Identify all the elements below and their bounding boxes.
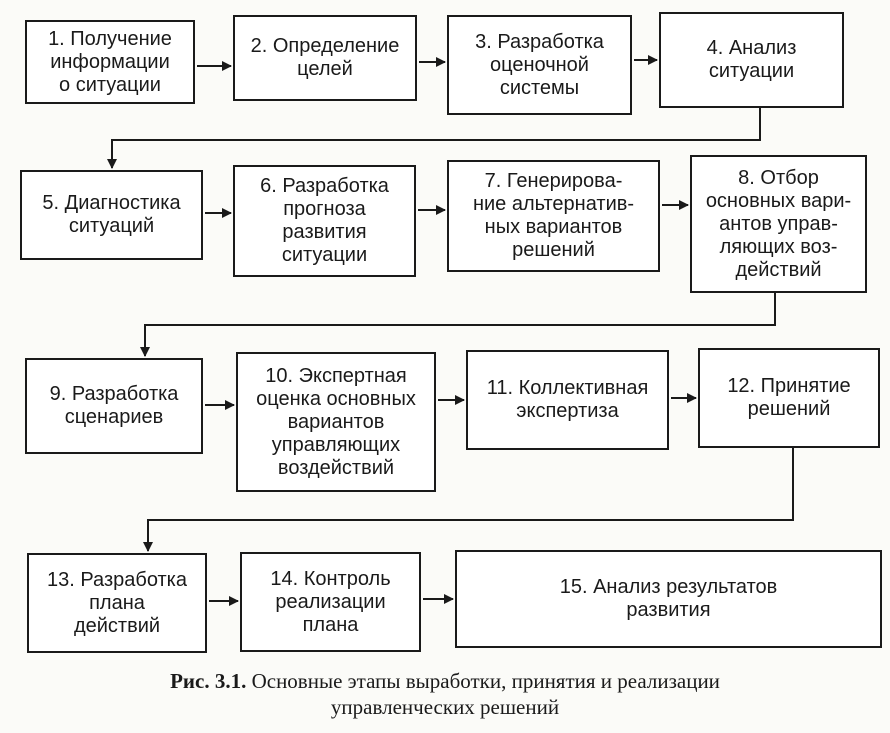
step-11-box: 11. Коллективная экспертиза	[466, 350, 669, 450]
caption-line-2: управленческих решений	[330, 695, 560, 719]
caption-label: Рис. 3.1.	[170, 669, 247, 693]
arrow-4-5	[107, 108, 761, 169]
step-2-box: 2. Определение целей	[233, 15, 417, 101]
step-6-box: 6. Разработка прогноза развития ситуации	[233, 165, 416, 277]
step-14-box: 14. Контроль реализации плана	[240, 552, 421, 652]
step-7-box: 7. Генерирова- ние альтернатив- ных вари…	[447, 160, 660, 272]
step-9-box: 9. Разработка сценариев	[25, 358, 203, 454]
step-8-box: 8. Отбор основных вари- антов управ- ляю…	[690, 155, 867, 293]
step-4-box: 4. Анализ ситуации	[659, 12, 844, 108]
caption-line-1: Рис. 3.1. Основные этапы выработки, прин…	[0, 668, 890, 694]
step-13-box: 13. Разработка плана действий	[27, 553, 207, 653]
step-1-box: 1. Получение информации о ситуации	[25, 20, 195, 104]
step-10-box: 10. Экспертная оценка основных вариантов…	[236, 352, 436, 492]
arrow-8-9	[140, 293, 776, 357]
step-5-box: 5. Диагностика ситуаций	[20, 170, 203, 260]
step-15-box: 15. Анализ результатов развития	[455, 550, 882, 648]
step-12-box: 12. Принятие решений	[698, 348, 880, 448]
figure-caption: Рис. 3.1. Основные этапы выработки, прин…	[0, 668, 890, 720]
arrow-12-13	[143, 448, 794, 552]
step-3-box: 3. Разработка оценочной системы	[447, 15, 632, 115]
caption-text: Основные этапы выработки, принятия и реа…	[246, 669, 720, 693]
